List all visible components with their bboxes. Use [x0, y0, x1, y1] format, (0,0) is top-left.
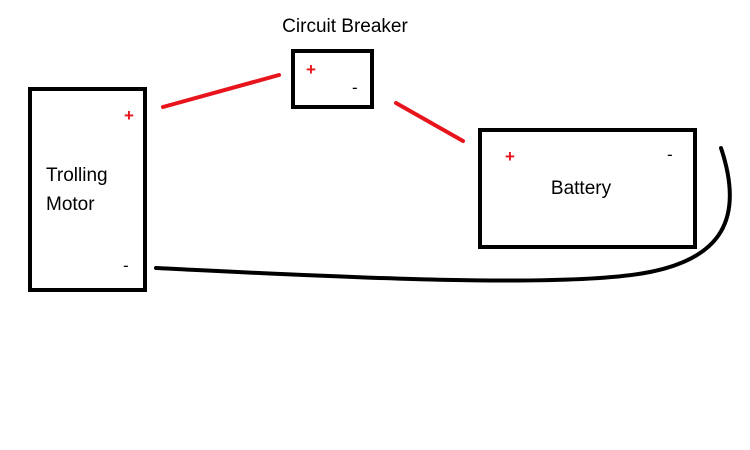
battery: Battery + -	[478, 128, 697, 249]
trolling-motor-box	[28, 87, 147, 292]
negative-wire-motor-to-battery	[154, 146, 732, 283]
circuit-breaker-negative-terminal: -	[352, 78, 358, 97]
battery-negative-terminal: -	[667, 145, 673, 164]
battery-label: Battery	[551, 178, 612, 199]
trolling-motor-negative-terminal: -	[123, 256, 129, 275]
circuit-breaker-title: Circuit Breaker	[282, 16, 408, 37]
positive-wire-breaker-to-battery	[394, 101, 465, 143]
circuit-breaker-positive-terminal: +	[306, 60, 316, 79]
trolling-motor: Trolling Motor + -	[28, 87, 147, 292]
trolling-motor-positive-terminal: +	[124, 106, 134, 125]
circuit-breaker-box	[291, 49, 374, 109]
circuit-breaker: + -	[291, 49, 374, 109]
trolling-motor-label-line1: Trolling	[46, 165, 108, 186]
positive-wire-motor-to-breaker	[161, 73, 281, 109]
trolling-motor-label-line2: Motor	[46, 194, 95, 215]
battery-positive-terminal: +	[505, 147, 515, 166]
battery-box	[478, 128, 697, 249]
